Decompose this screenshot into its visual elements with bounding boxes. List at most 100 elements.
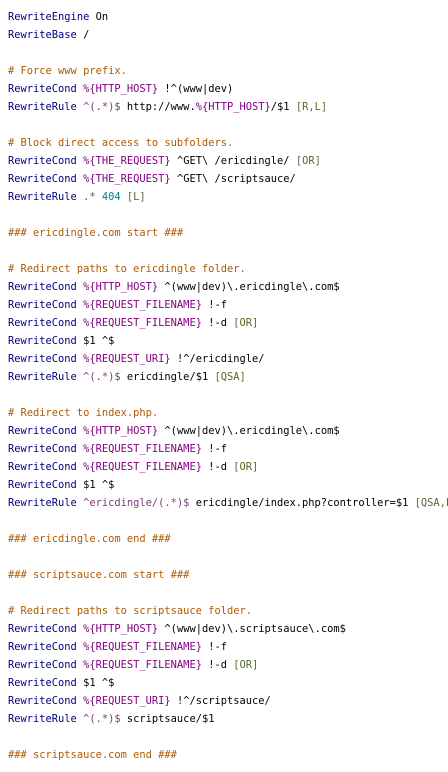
code-line: RewriteRule ^(.*)$ scriptsauce/$1 (8, 710, 448, 728)
directive-keyword: RewriteCond (8, 353, 77, 365)
code-line: RewriteCond %{THE_REQUEST} ^GET\ /script… (8, 170, 448, 188)
code-text: ^(www|dev)\.scriptsauce\.com$ (158, 623, 346, 635)
code-line: RewriteCond %{REQUEST_FILENAME} !-d [OR] (8, 314, 448, 332)
blank-line (8, 44, 448, 62)
regex-pattern: ^(.*)$ (76, 371, 121, 383)
blank-line (8, 728, 448, 746)
code-line: ### scriptsauce.com end ### (8, 746, 448, 764)
code-text: /$1 (270, 101, 296, 113)
blank-line (8, 206, 448, 224)
code-text: !-f (201, 299, 227, 311)
server-variable: %{THE_REQUEST} (83, 173, 171, 185)
directive-keyword: RewriteCond (8, 479, 77, 491)
directive-keyword: RewriteRule (8, 371, 77, 383)
directive-keyword: RewriteCond (8, 461, 77, 473)
code-text: ^GET\ /scriptsauce/ (170, 173, 296, 185)
directive-keyword: RewriteCond (8, 299, 77, 311)
server-variable: %{REQUEST_URI} (83, 695, 171, 707)
server-variable: %{REQUEST_FILENAME} (83, 641, 202, 653)
code-text: ericdingle/$1 (120, 371, 215, 383)
code-text: !-f (201, 641, 227, 653)
directive-keyword: RewriteCond (8, 623, 77, 635)
code-line: RewriteCond %{HTTP_HOST} ^(www|dev)\.scr… (8, 620, 448, 638)
directive-keyword: RewriteRule (8, 101, 77, 113)
code-text: ^GET\ /ericdingle/ (170, 155, 296, 167)
blank-line (8, 512, 448, 530)
server-variable: %{REQUEST_URI} (83, 353, 171, 365)
comment-text: ### ericdingle.com start ### (8, 227, 184, 239)
code-text: !-f (201, 443, 227, 455)
rule-flags: [OR] (295, 155, 321, 167)
code-text: http://www. (120, 101, 196, 113)
code-text: !^/scriptsauce/ (170, 695, 271, 707)
code-text: !-d (201, 659, 234, 671)
code-line: RewriteCond %{REQUEST_FILENAME} !-f (8, 638, 448, 656)
code-line: ### ericdingle.com start ### (8, 224, 448, 242)
code-line: # Force www prefix. (8, 62, 448, 80)
directive-keyword: RewriteCond (8, 659, 77, 671)
code-text: On (89, 11, 109, 23)
code-text: ericdingle/index.php?controller=$1 (189, 497, 415, 509)
comment-text: ### scriptsauce.com end ### (8, 749, 177, 761)
code-line: RewriteRule ^ericdingle/(.*)$ ericdingle… (8, 494, 448, 512)
directive-keyword: RewriteBase (8, 29, 77, 41)
directive-keyword: RewriteCond (8, 281, 77, 293)
code-line: # Redirect paths to ericdingle folder. (8, 260, 448, 278)
code-line: # Redirect paths to scriptsauce folder. (8, 602, 448, 620)
directive-keyword: RewriteCond (8, 695, 77, 707)
directive-keyword: RewriteRule (8, 497, 77, 509)
directive-keyword: RewriteCond (8, 443, 77, 455)
comment-text: # Redirect paths to scriptsauce folder. (8, 605, 252, 617)
comment-text: # Block direct access to subfolders. (8, 137, 234, 149)
code-line: RewriteBase / (8, 26, 448, 44)
code-text: / (76, 29, 90, 41)
server-variable: %{HTTP_HOST} (195, 101, 271, 113)
server-variable: %{HTTP_HOST} (83, 281, 159, 293)
regex-pattern: ^ericdingle/(.*)$ (76, 497, 190, 509)
blank-line (8, 116, 448, 134)
server-variable: %{REQUEST_FILENAME} (83, 443, 202, 455)
server-variable: %{REQUEST_FILENAME} (83, 317, 202, 329)
comment-text: # Force www prefix. (8, 65, 127, 77)
blank-line (8, 548, 448, 566)
directive-keyword: RewriteCond (8, 425, 77, 437)
code-line: RewriteCond %{REQUEST_FILENAME} !-f (8, 296, 448, 314)
server-variable: %{HTTP_HOST} (83, 623, 159, 635)
code-text: !-d (201, 317, 234, 329)
code-line: # Block direct access to subfolders. (8, 134, 448, 152)
code-line: RewriteCond $1 ^$ (8, 332, 448, 350)
code-line: RewriteCond %{REQUEST_FILENAME} !-d [OR] (8, 458, 448, 476)
regex-pattern: .* (76, 191, 96, 203)
directive-keyword: RewriteCond (8, 83, 77, 95)
comment-text: # Redirect to index.php. (8, 407, 159, 419)
code-line: RewriteCond %{REQUEST_FILENAME} !-f (8, 440, 448, 458)
directive-keyword: RewriteCond (8, 317, 77, 329)
directive-keyword: RewriteRule (8, 191, 77, 203)
directive-keyword: RewriteCond (8, 677, 77, 689)
rule-flags: [R,L] (295, 101, 328, 113)
code-text: ^(www|dev)\.ericdingle\.com$ (158, 425, 340, 437)
code-line: RewriteCond %{THE_REQUEST} ^GET\ /ericdi… (8, 152, 448, 170)
code-text: !^/ericdingle/ (170, 353, 265, 365)
blank-line (8, 386, 448, 404)
directive-keyword: RewriteCond (8, 173, 77, 185)
code-line: RewriteCond %{HTTP_HOST} ^(www|dev)\.eri… (8, 422, 448, 440)
server-variable: %{REQUEST_FILENAME} (83, 299, 202, 311)
comment-text: # Redirect paths to ericdingle folder. (8, 263, 246, 275)
code-line: RewriteRule ^(.*)$ http://www.%{HTTP_HOS… (8, 98, 448, 116)
code-line: RewriteCond %{REQUEST_FILENAME} !-d [OR] (8, 656, 448, 674)
code-line: RewriteCond %{REQUEST_URI} !^/ericdingle… (8, 350, 448, 368)
code-text: $1 ^$ (76, 335, 115, 347)
server-variable: %{HTTP_HOST} (83, 425, 159, 437)
code-line: # Redirect to index.php. (8, 404, 448, 422)
code-line: ### ericdingle.com end ### (8, 530, 448, 548)
rule-flags: [QSA] (214, 371, 246, 383)
directive-keyword: RewriteCond (8, 641, 77, 653)
blank-line (8, 242, 448, 260)
comment-text: ### ericdingle.com end ### (8, 533, 171, 545)
rule-flags: [OR] (233, 461, 259, 473)
code-line: RewriteRule .* 404 [L] (8, 188, 448, 206)
code-line: RewriteRule ^(.*)$ ericdingle/$1 [QSA] (8, 368, 448, 386)
server-variable: %{REQUEST_FILENAME} (83, 659, 202, 671)
regex-pattern: ^(.*)$ (76, 713, 121, 725)
